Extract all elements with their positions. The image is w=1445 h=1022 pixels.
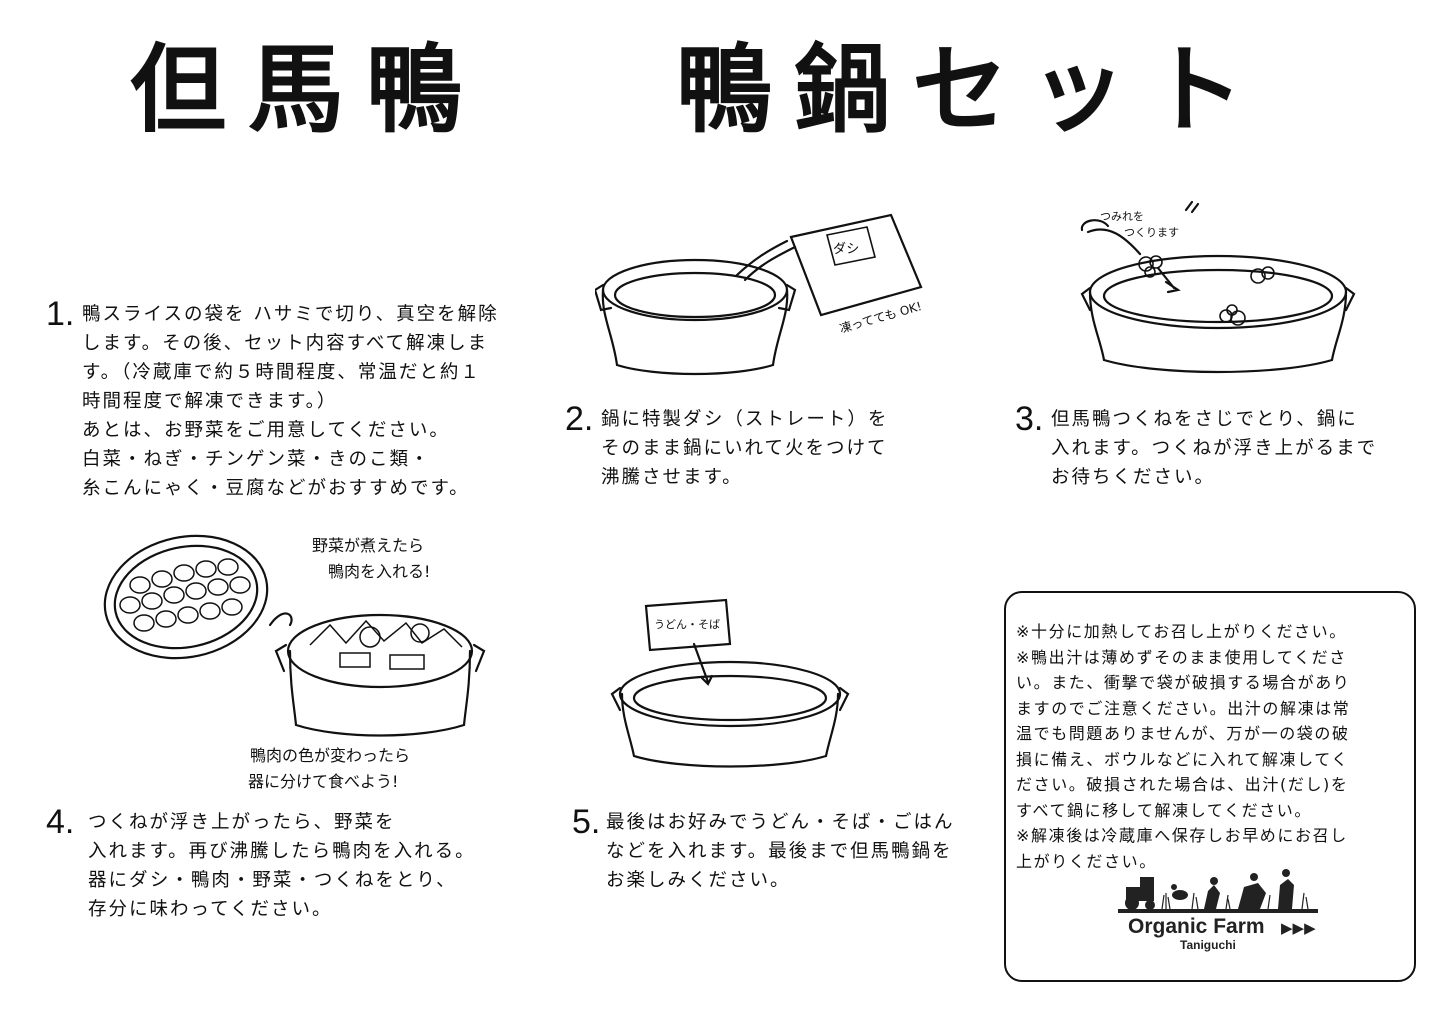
step-1-line: す。（冷蔵庫で約５時間程度、常温だと約１	[82, 362, 481, 383]
step-4-line: つくねが浮き上がったら、野菜を	[88, 812, 396, 833]
veg-note-line-2: 鴨肉を入れる!	[328, 562, 430, 581]
step-2-number: 2.	[565, 400, 594, 438]
step-3-number: 3.	[1015, 400, 1044, 438]
pot-with-dashi-pack-drawing: ダシ 凍ってても OK!	[595, 213, 923, 376]
step-4-number: 4.	[46, 803, 75, 841]
page-title: 但馬鴨 鴨鍋セット	[0, 30, 1445, 150]
step-5-line: 最後はお好みでうどん・そば・ごはん	[606, 812, 955, 833]
step-5-number: 5.	[572, 803, 601, 841]
step-4-line: 器にダシ・鴨肉・野菜・つくねをとり、	[88, 870, 457, 891]
title-tajima-duck: 但馬鴨	[130, 34, 484, 146]
note-line: ※鴨出汁は薄めずそのまま使用してくださ	[1016, 647, 1347, 667]
step-1-text: 鴨スライスの袋を ハサミで切り、真空を解除 します。その後、セット内容すべて解凍…	[82, 300, 499, 503]
farm-name: Organic Farm	[1128, 915, 1265, 938]
tsumire-label-2: つくります	[1124, 226, 1179, 239]
step-2-line: そのまま鍋にいれて火をつけて	[601, 438, 888, 459]
farm-arrows-icon: ▶▶▶	[1281, 919, 1316, 937]
step-1-line: あとは、お野菜をご用意してください。	[82, 420, 450, 441]
farm-silhouette-icon	[1118, 869, 1318, 913]
title-duck-hotpot-set: 鴨鍋セット	[676, 34, 1266, 146]
note-line: 損に備え、ボウルなどに入れて解凍してく	[1016, 749, 1349, 769]
step-2-line: 鍋に特製ダシ（ストレート）を	[601, 409, 889, 430]
step-2-text: 鍋に特製ダシ（ストレート）を そのまま鍋にいれて火をつけて 沸騰させます。	[601, 405, 888, 492]
illustration-full-pot: 野菜が煮えたら 鴨肉を入れる! 鴨肉の色が変わったら 器に分けて食べよう!	[90, 525, 530, 800]
notes-text: ※十分に加熱してお召し上がりください。 ※鴨出汁は薄めずそのまま使用してくださ …	[1016, 619, 1350, 874]
note-line: い。また、衝撃で袋が破損する場合があり	[1016, 673, 1351, 692]
step-1-line: 白菜・ねぎ・チンゲン菜・きのこ類・	[82, 449, 431, 470]
lid-and-vegetable-pot-drawing: 野菜が煮えたら 鴨肉を入れる! 鴨肉の色が変わったら 器に分けて食べよう!	[103, 534, 486, 791]
step-4-line: 存分に味わってください。	[88, 899, 333, 920]
step-1-line: 糸こんにゃく・豆腐などがおすすめです。	[82, 478, 470, 499]
note-line: ますのでご注意ください。出汁の解凍は常	[1016, 698, 1351, 718]
illustration-add-tsukune: つみれを つくります	[1078, 200, 1358, 390]
step-3-line: 但馬鴨つくねをさじでとり、鍋に	[1051, 409, 1358, 430]
step-2-line: 沸騰させます。	[601, 467, 743, 488]
step-4-text: つくねが浮き上がったら、野菜を 入れます。再び沸騰したら鴨肉を入れる。 器にダシ…	[88, 808, 476, 924]
step-5-text: 最後はお好みでうどん・そば・ごはん などを入れます。最後まで但馬鴨鍋を お楽しみ…	[606, 808, 955, 895]
illustration-add-noodles: うどん・そば	[610, 598, 870, 778]
veg-note-line-1: 野菜が煮えたら	[312, 536, 424, 555]
pot-with-spoon-drawing: つみれを つくります	[1080, 200, 1356, 374]
illustration-pour-dashi: ダシ 凍ってても OK!	[595, 205, 940, 395]
note-line: ※十分に加熱してお召し上がりください。	[1016, 622, 1347, 641]
pot-with-noodle-pack-drawing: うどん・そば	[610, 598, 850, 768]
serve-note-line-2: 器に分けて食べよう!	[248, 772, 398, 791]
note-line: すべて鍋に移して解凍してください。	[1016, 800, 1313, 820]
tsumire-label-1: つみれを	[1100, 210, 1144, 223]
step-4-line: 入れます。再び沸騰したら鴨肉を入れる。	[88, 841, 476, 862]
notes-box: ※十分に加熱してお召し上がりください。 ※鴨出汁は薄めずそのまま使用してくださ …	[1004, 591, 1416, 982]
dashi-pack-label: ダシ	[833, 242, 859, 257]
note-line: ださい。破損された場合は、出汁(だし)を	[1016, 775, 1349, 794]
step-5-line: などを入れます。最後まで但馬鴨鍋を	[606, 841, 953, 862]
step-1-line: します。その後、セット内容すべて解凍しま	[82, 333, 489, 354]
farm-subtitle: Taniguchi	[1180, 938, 1236, 952]
step-3-line: お待ちください。	[1051, 467, 1216, 488]
step-3-line: 入れます。つくねが浮き上がるまで	[1051, 438, 1378, 459]
frozen-ok-label: 凍ってても OK!	[838, 299, 923, 336]
note-line: 温でも問題ありませんが、万が一の袋の破	[1016, 724, 1350, 743]
step-5-line: お楽しみください。	[606, 870, 791, 891]
note-line: 上がりください。	[1016, 851, 1157, 871]
serve-note-line-1: 鴨肉の色が変わったら	[250, 746, 410, 765]
note-line: ※解凍後は冷蔵庫へ保存しお早めにお召し	[1016, 826, 1348, 845]
step-1-line: 時間程度で解凍できます。）	[82, 391, 338, 412]
step-1-number: 1.	[46, 295, 75, 333]
step-3-text: 但馬鴨つくねをさじでとり、鍋に 入れます。つくねが浮き上がるまで お待ちください…	[1051, 405, 1377, 492]
step-1-line: 鴨スライスの袋を ハサミで切り、真空を解除	[82, 304, 499, 325]
udon-pack-label: うどん・そば	[654, 618, 720, 631]
organic-farm-logo: Organic Farm ▶▶▶ Taniguchi	[1118, 865, 1318, 957]
